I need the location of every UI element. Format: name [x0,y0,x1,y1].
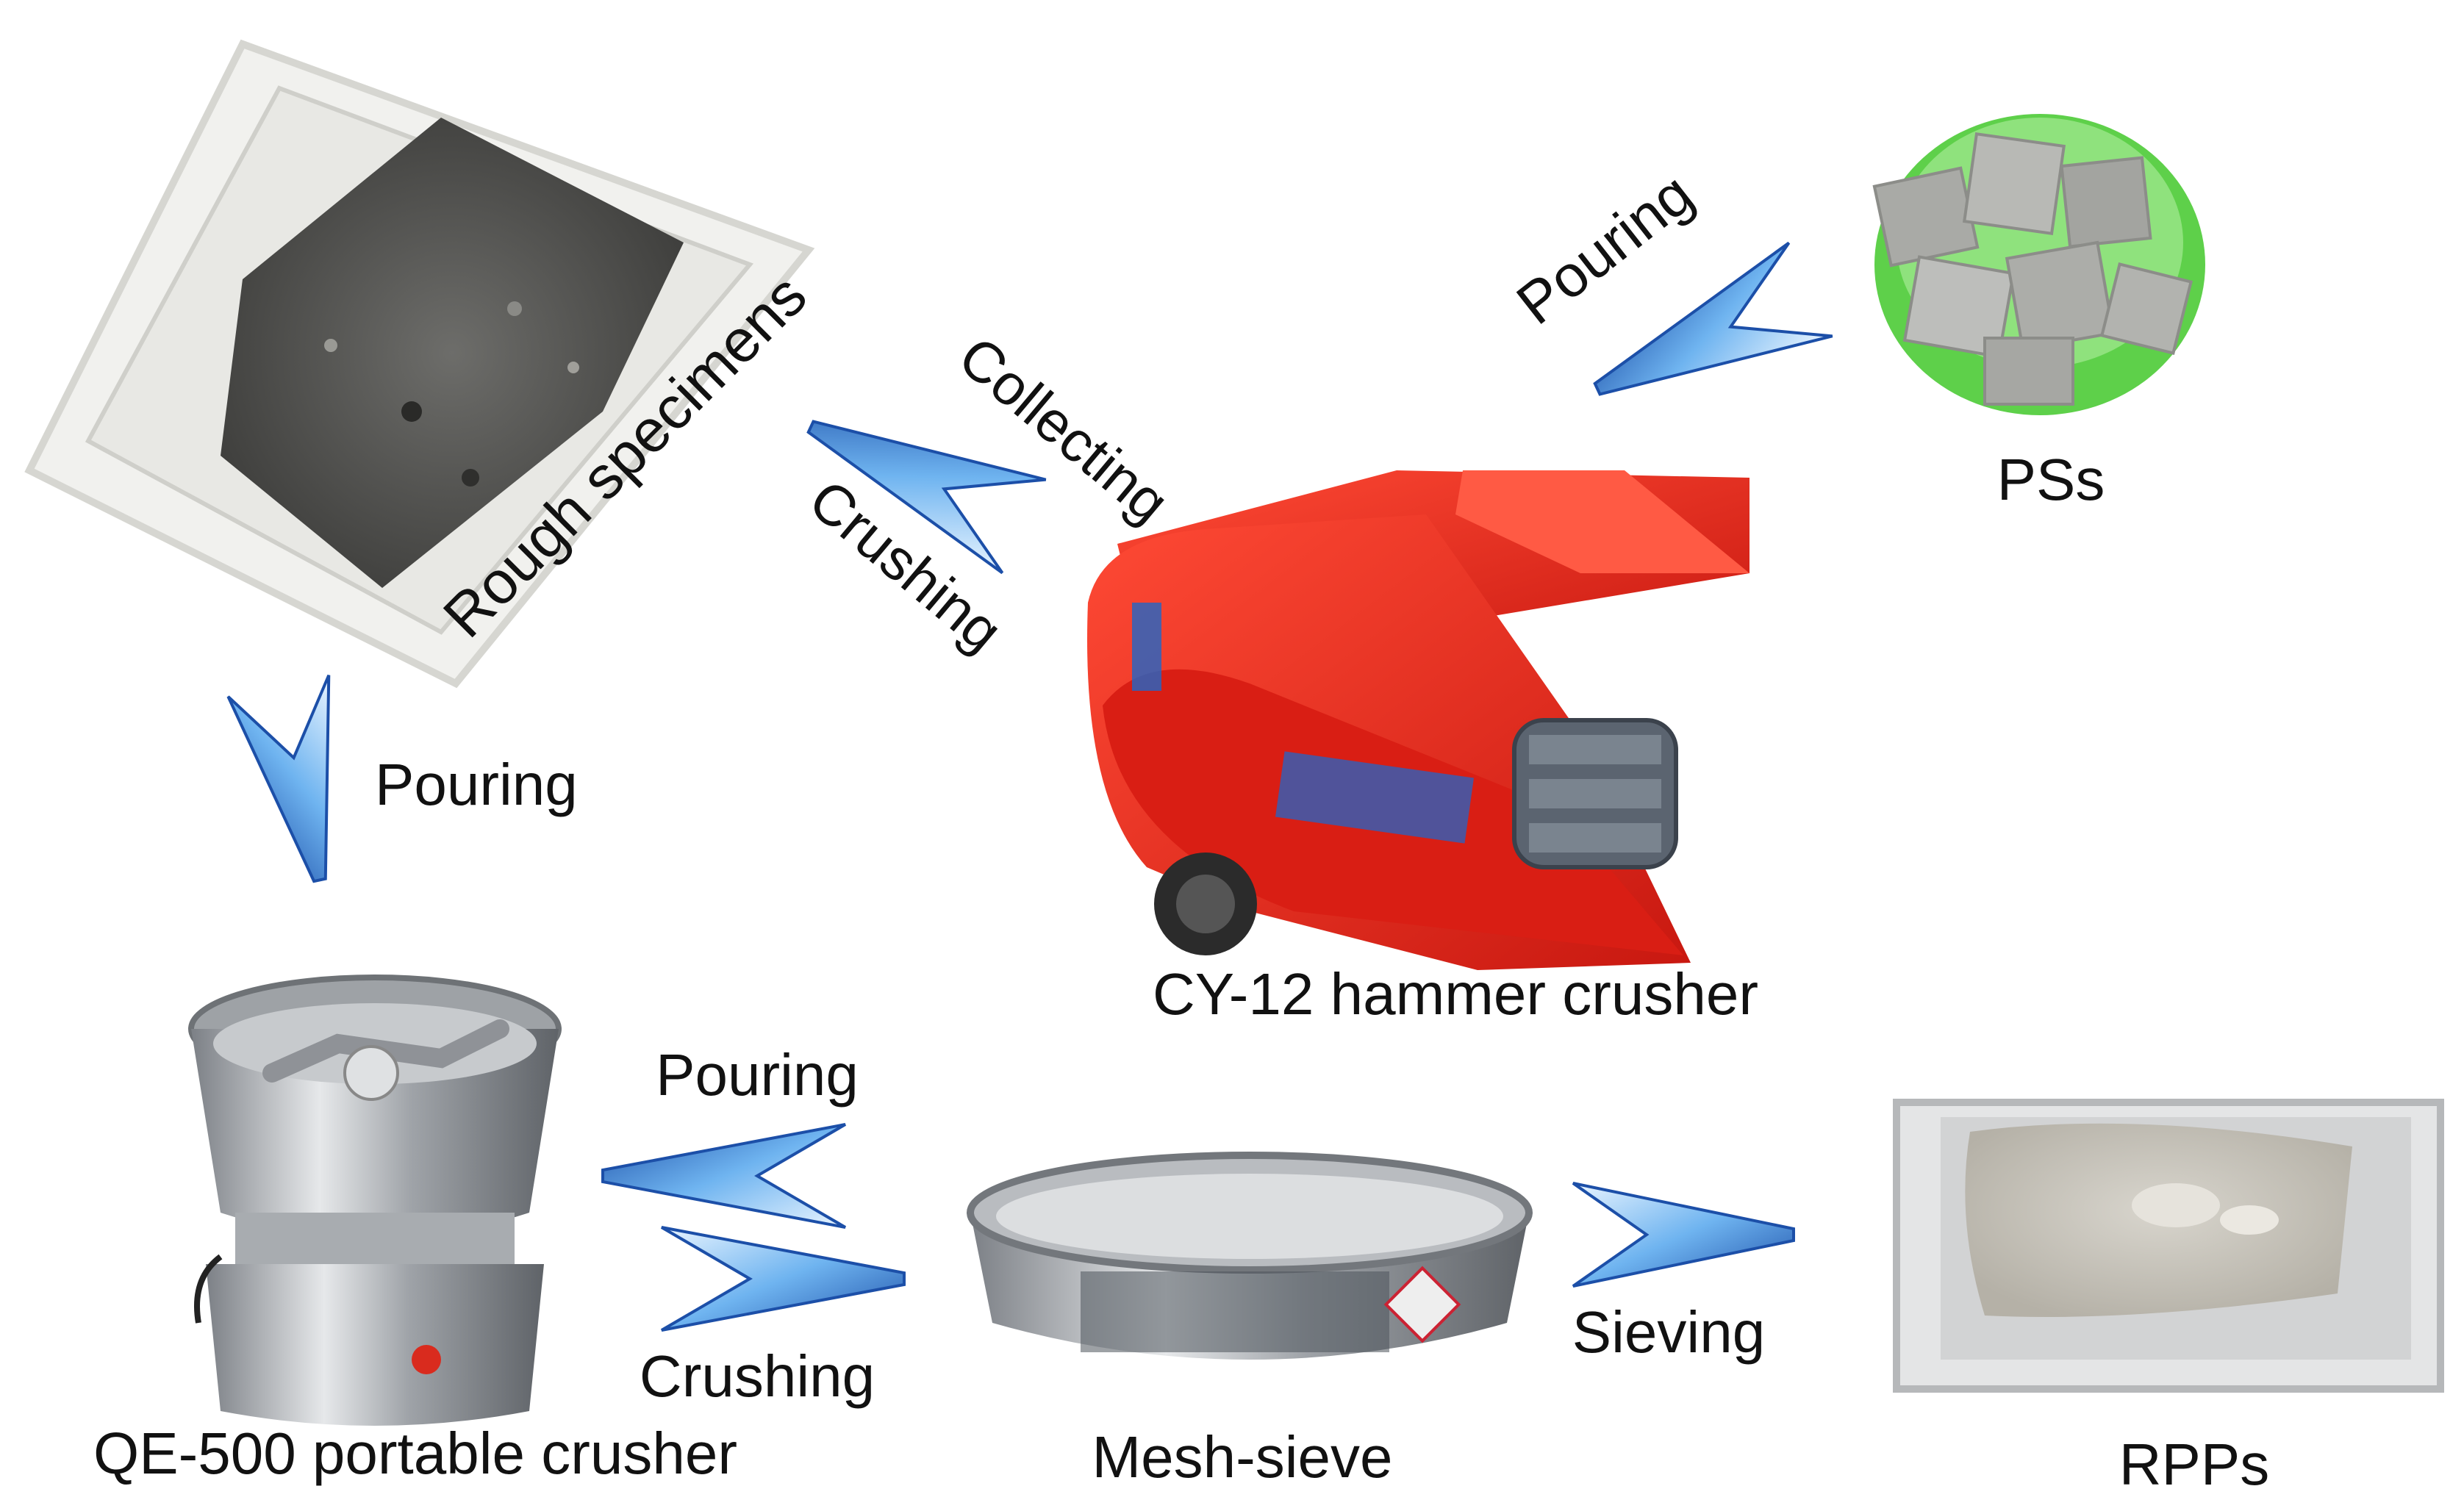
arrow-rough-to-portable [226,674,331,883]
edge-label-pss-to-hammer: Pouring [1505,160,1705,337]
edge-label-rough-to-portable: Pouring [375,752,578,817]
pss-label: PSs [1997,447,2105,512]
rpps-label: RPPs [2119,1432,2270,1497]
portable-crusher-image [188,975,562,1426]
arrow-portable-to-sieve [660,1226,906,1332]
arrow-sieve-to-portable [601,1123,847,1229]
edge-label-portable-to-sieve: Crushing [640,1343,875,1409]
mesh-sieve-label: Mesh-sieve [1092,1424,1392,1490]
hammer-crusher-label: CY-12 hammer crusher [1153,961,1758,1027]
pss-image [1872,114,2205,415]
edge-label-sieve-to-portable: Pouring [656,1042,859,1108]
arrow-sieve-to-rpps [1572,1182,1795,1288]
mesh-sieve-image [967,1152,1533,1360]
edge-label-hammer-to-rough-a: Collecting [947,324,1181,536]
arrow-hammer-to-rough [806,420,1047,575]
arrow-pss-to-hammer [1593,241,1833,396]
rough-specimens-image [24,39,815,689]
hammer-crusher-image [1087,470,1749,970]
rpps-image [1893,1099,2444,1393]
portable-crusher-label: QE-500 portable crusher [93,1421,737,1486]
edge-label-sieve-to-rpps: Sieving [1572,1299,1765,1365]
